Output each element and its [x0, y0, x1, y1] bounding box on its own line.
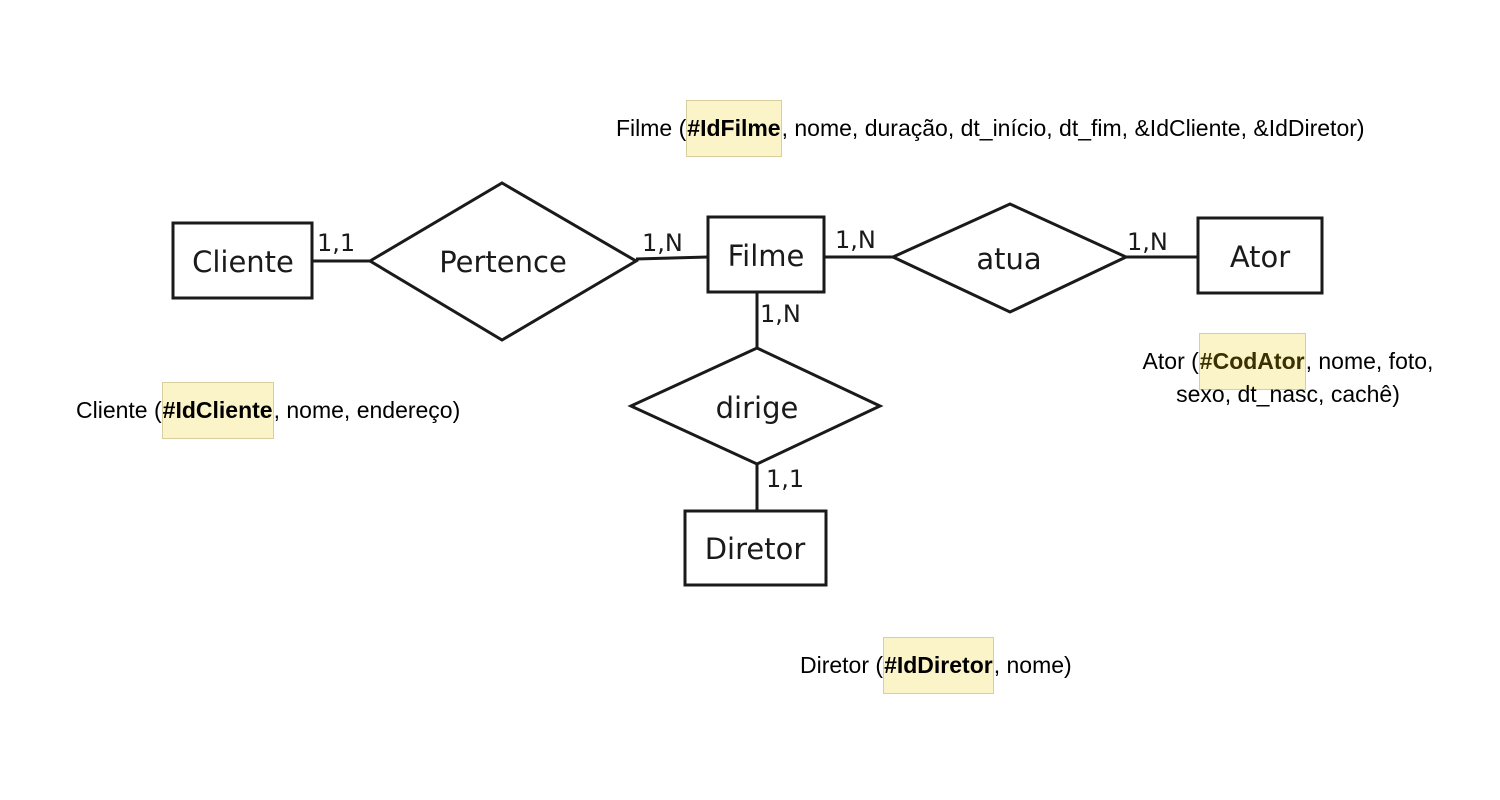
schema-ator-open: ( — [1184, 348, 1199, 374]
schema-ator-line-1: Ator (#CodAtor, nome, foto, — [1118, 333, 1458, 390]
schema-filme-open: ( — [672, 115, 687, 141]
relationship-pertence: Pertence — [367, 181, 639, 342]
cardinality-pertence-filme: 1,N — [642, 229, 683, 257]
cardinality-filme-atua: 1,N — [835, 226, 876, 254]
entity-filme: Filme — [706, 215, 826, 294]
schema-ator: Ator (#CodAtor, nome, foto, sexo, dt_nas… — [1118, 333, 1458, 408]
schema-cliente: Cliente (#IdCliente, nome, endereço) — [76, 382, 461, 439]
entity-diretor: Diretor — [683, 509, 828, 587]
relationship-pertence-label: Pertence — [439, 245, 567, 279]
relationship-dirige: dirige — [627, 346, 884, 466]
entity-cliente-label: Cliente — [192, 245, 294, 279]
schema-filme-primary-key: #IdFilme — [686, 100, 782, 157]
schema-cliente-attributes: , nome, endereço) — [273, 397, 461, 423]
schema-cliente-open: ( — [147, 397, 162, 423]
schema-ator-attributes: , nome, foto, — [1305, 348, 1434, 374]
edge-pertence-filme — [635, 255, 709, 261]
entity-ator: Ator — [1196, 216, 1324, 295]
schema-filme: Filme (#IdFilme, nome, duração, dt_iníci… — [616, 100, 1365, 157]
cardinality-atua-ator: 1,N — [1127, 228, 1168, 256]
relationship-atua-label: atua — [976, 242, 1041, 276]
schema-diretor-name: Diretor — [800, 652, 870, 678]
cardinality-cliente-pertence: 1,1 — [317, 229, 355, 257]
entity-ator-label: Ator — [1230, 240, 1290, 274]
relationship-atua: atua — [889, 202, 1130, 314]
schema-ator-name: Ator — [1142, 348, 1185, 374]
relationship-dirige-label: dirige — [716, 391, 799, 425]
entity-filme-label: Filme — [728, 239, 805, 273]
cardinality-filme-dirige: 1,N — [760, 300, 801, 328]
schema-filme-attributes: , nome, duração, dt_início, dt_fim, &IdC… — [781, 115, 1365, 141]
cardinality-dirige-diretor: 1,1 — [766, 465, 804, 493]
schema-diretor-attributes: , nome) — [993, 652, 1072, 678]
entity-cliente: Cliente — [171, 221, 314, 300]
schema-diretor-primary-key: #IdDiretor — [883, 637, 994, 694]
schema-cliente-primary-key: #IdCliente — [161, 382, 274, 439]
schema-filme-name: Filme — [616, 115, 673, 141]
schema-cliente-name: Cliente — [76, 397, 148, 423]
schema-ator-primary-key: #CodAtor — [1198, 333, 1306, 390]
entity-diretor-label: Diretor — [705, 532, 806, 566]
schema-diretor: Diretor (#IdDiretor, nome) — [800, 637, 1072, 694]
schema-diretor-open: ( — [869, 652, 884, 678]
schema-ator-line-2: sexo, dt_nasc, cachê) — [1176, 381, 1400, 407]
